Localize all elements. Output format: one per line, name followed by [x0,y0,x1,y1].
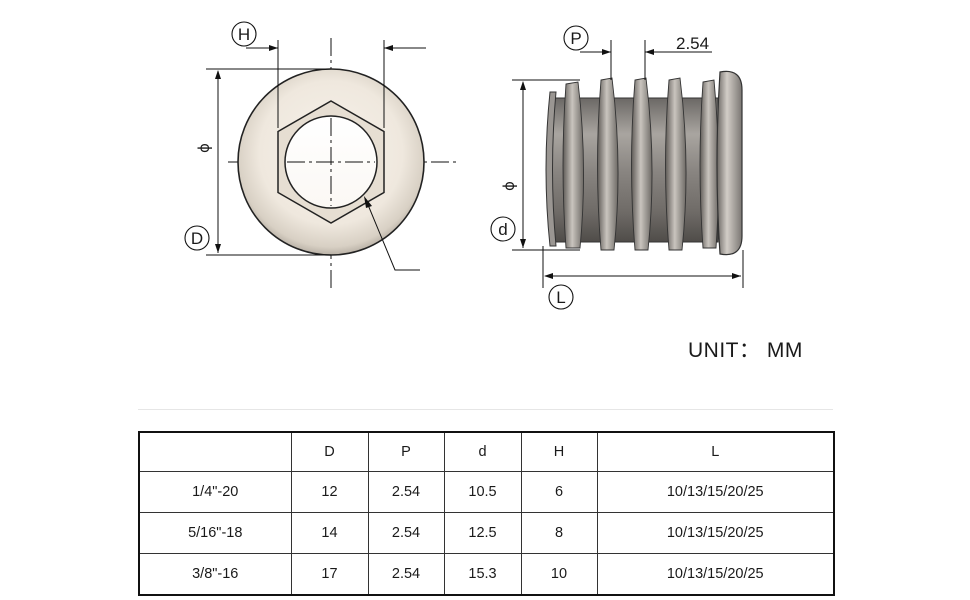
side-view: 2.54 P ϕ d L [490,25,744,310]
table-row: 1/4"-20 12 2.54 10.5 6 10/13/15/20/25 [138,471,835,513]
spec-table: D P d H L 1/4"-20 12 2.54 10.5 6 10/13/1… [138,431,835,596]
insert-flange [716,70,743,256]
header-cell-size [138,431,292,472]
table-cell: 2.54 [367,512,445,554]
table-cell: 17 [290,553,369,596]
d-label: D [191,229,203,248]
table-header-row: D P d H L [138,431,835,472]
table-cell: 12 [290,471,369,513]
header-cell-D: D [290,431,369,472]
table-cell: 6 [520,471,598,513]
d-label-circle [184,225,210,251]
hex-leader-arrow [364,196,372,208]
table-cell: 5/16"-18 [138,512,292,554]
insert-left-end [545,91,557,247]
header-cell-P: P [367,431,445,472]
header-cell-d: d [443,431,522,472]
table-cell: 12.5 [443,512,522,554]
table-cell: 1/4"-20 [138,471,292,513]
thread-ridge [562,81,585,249]
table-row: 5/16"-18 14 2.54 12.5 8 10/13/15/20/25 [138,512,835,554]
unit-label: UNIT： MM [688,339,803,362]
p-label: P [570,29,581,48]
table-cell: 10.5 [443,471,522,513]
l-label-circle [548,284,574,310]
h-label-circle [231,21,257,47]
table-cell: 15.3 [443,553,522,596]
l-label: L [556,288,565,307]
table-row: 3/8"-16 17 2.54 15.3 10 10/13/15/20/25 [138,553,835,596]
hex-leader [365,199,420,271]
h-label: H [238,25,250,44]
front-view: H ϕ D [184,21,458,290]
table-cell: 2.54 [367,471,445,513]
pitch-value: 2.54 [676,34,709,53]
front-phi-symbol: ϕ [195,143,213,153]
table-cell: 10 [520,553,598,596]
table-cell: 8 [520,512,598,554]
table-cell: 2.54 [367,553,445,596]
thread-ridge [665,77,687,251]
table-cell: 14 [290,512,369,554]
table-cell: 10/13/15/20/25 [596,553,835,596]
p-label-circle [563,25,589,51]
side-phi-symbol: ϕ [500,181,518,191]
d-small-label-circle [490,216,516,242]
thread-ridge [597,77,619,251]
table-top-rule [138,409,833,410]
table-cell: 3/8"-16 [138,553,292,596]
header-cell-H: H [520,431,598,472]
technical-drawing: H ϕ D 2.54 P [184,21,744,310]
d-small-label: d [498,220,507,239]
thread-ridges [562,77,720,251]
table-cell: 10/13/15/20/25 [596,471,835,513]
table-cell: 10/13/15/20/25 [596,512,835,554]
thread-ridge [699,79,720,249]
header-cell-L: L [596,431,835,472]
thread-ridge [631,77,653,251]
